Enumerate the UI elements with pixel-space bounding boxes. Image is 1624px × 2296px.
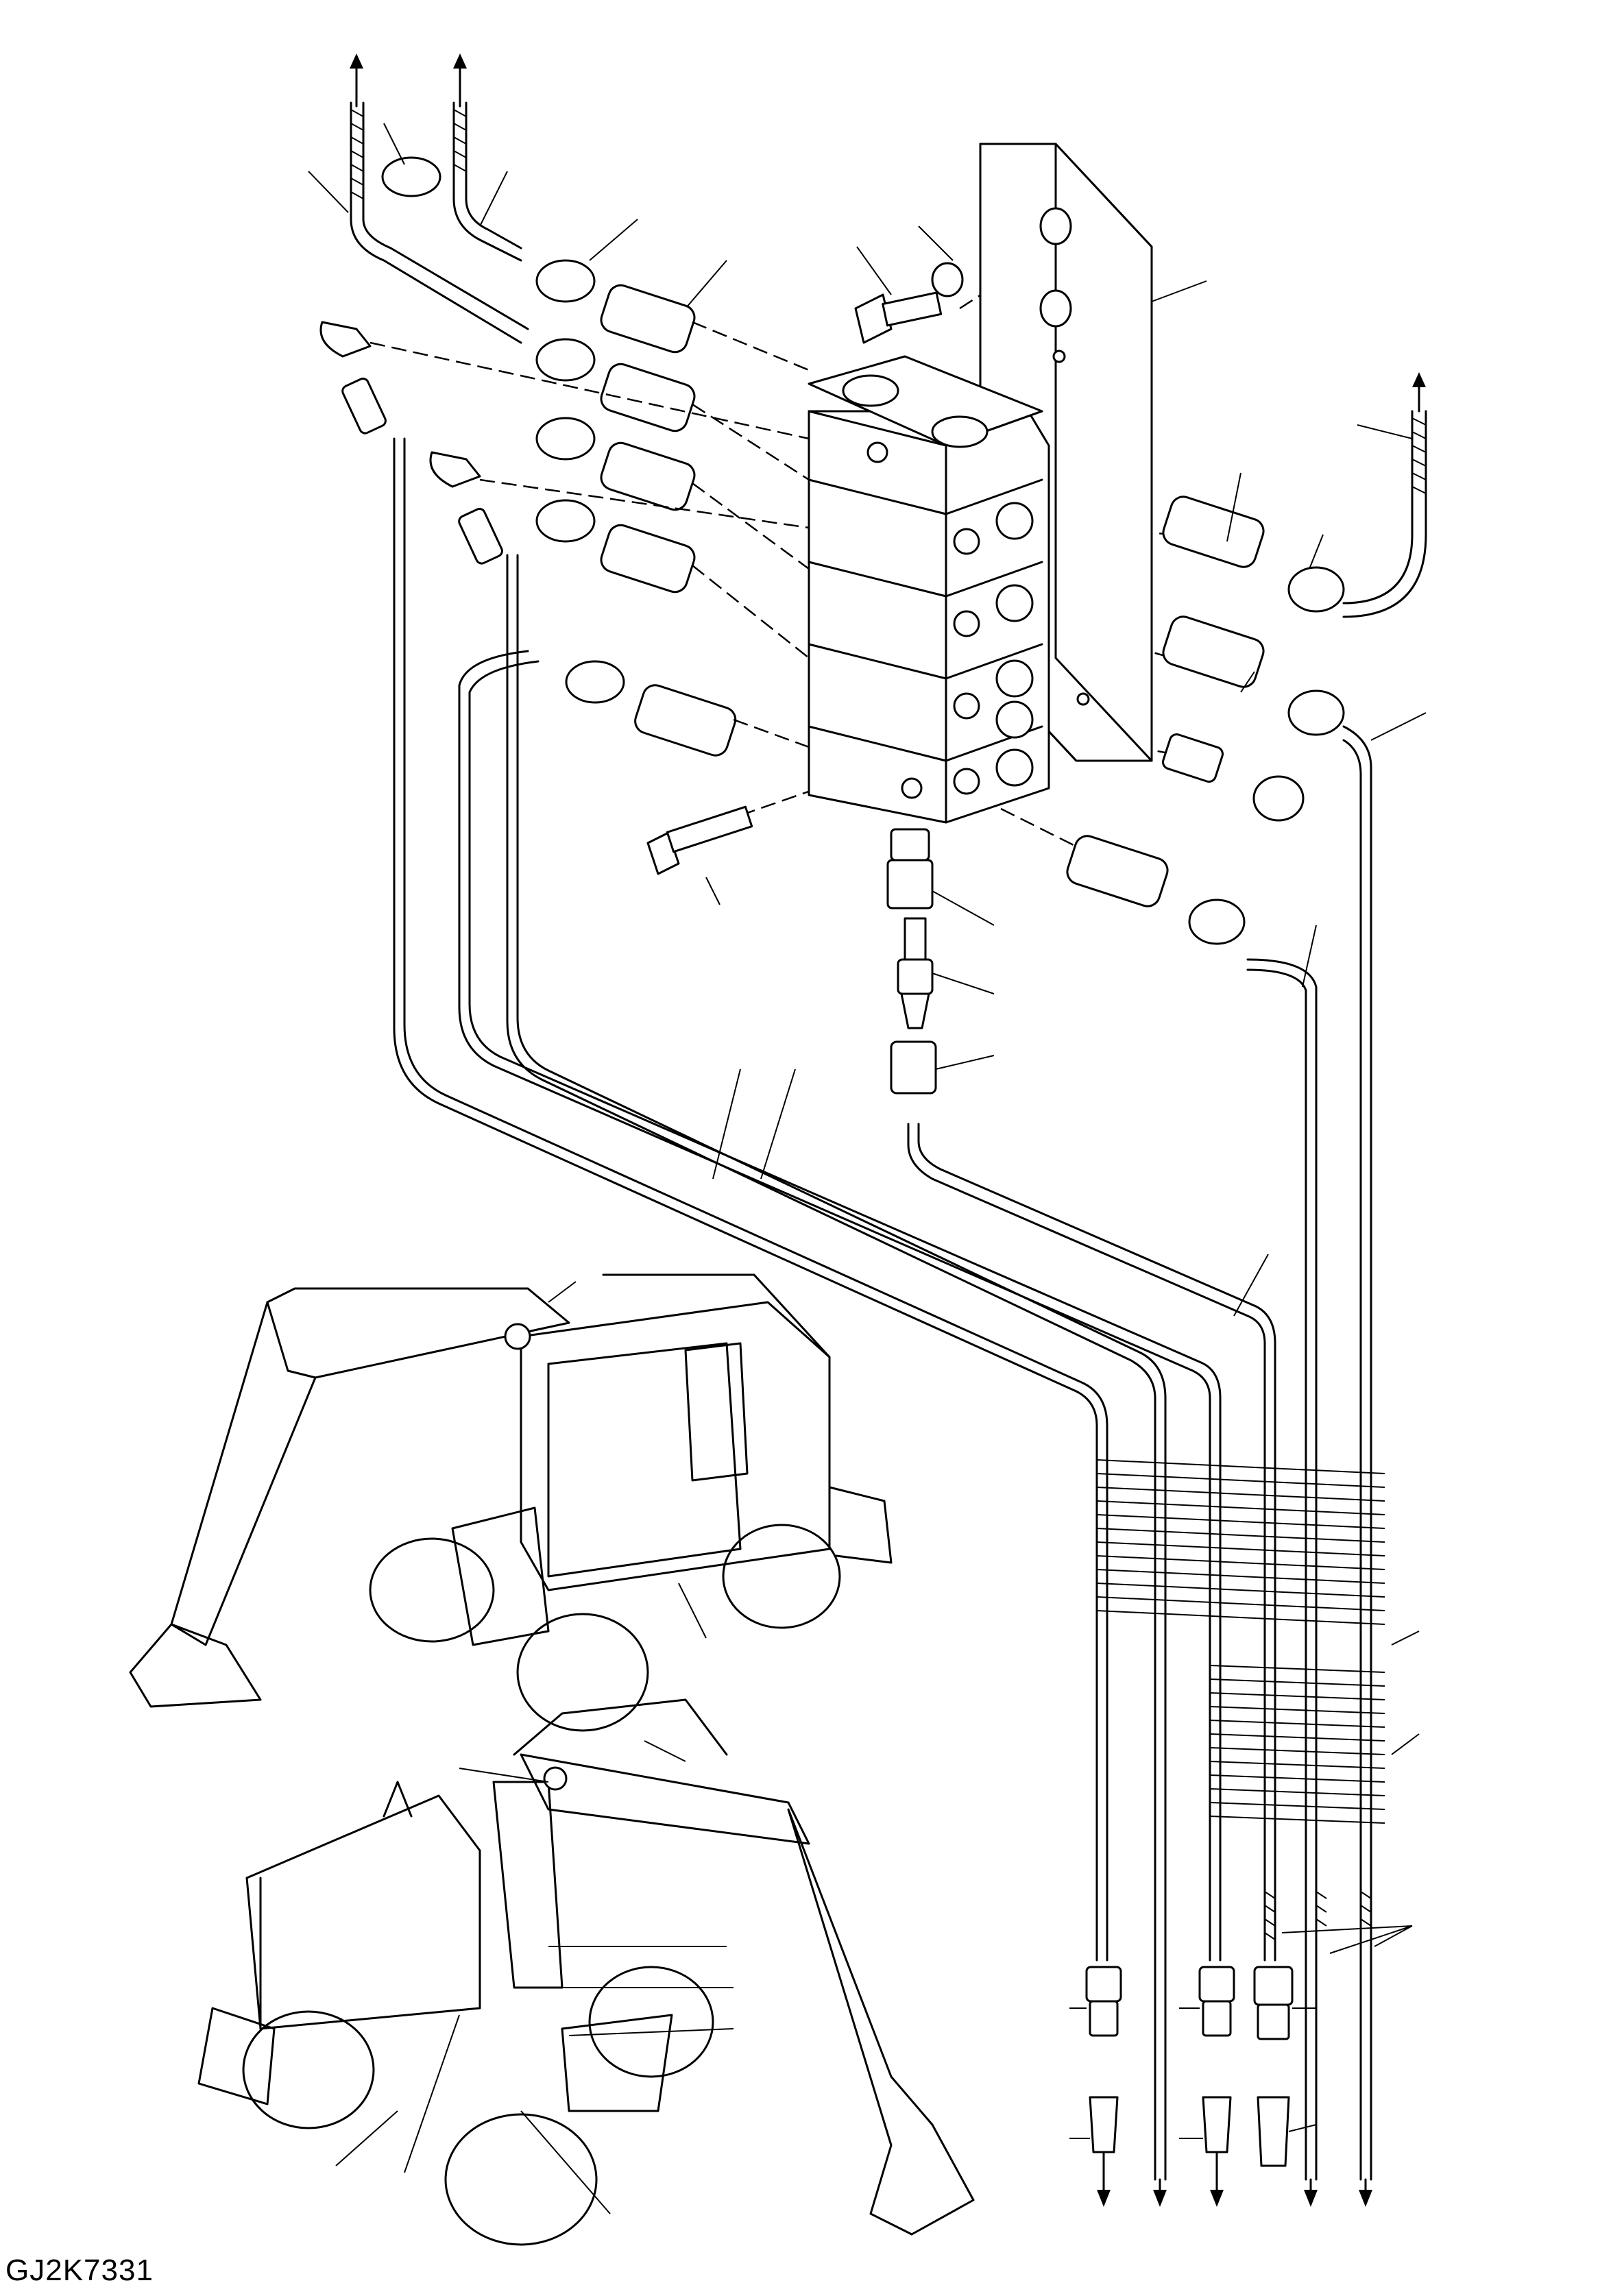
leader-lines-misc xyxy=(404,712,1427,1317)
mounting-bolt-top xyxy=(854,262,964,344)
elbow-fittings xyxy=(319,321,503,565)
mounting-bolt-bottom xyxy=(646,805,753,905)
outlet-fittings xyxy=(886,828,995,1095)
arrow-up-icon xyxy=(1412,372,1426,413)
bottom-fittings xyxy=(1069,1966,1317,2167)
drawing-code: GJ2K7331 xyxy=(5,2254,154,2287)
valve-block xyxy=(808,355,1050,824)
right-connectors xyxy=(1066,496,1345,945)
hose-bundle xyxy=(393,437,1420,2181)
hose-clamp xyxy=(381,156,441,197)
upper-left-hose-pair xyxy=(350,53,529,344)
excavator-view-rear xyxy=(197,1698,975,2246)
connector-column xyxy=(600,284,737,757)
excavator-view-front xyxy=(129,1273,893,1732)
leader-lines-upper xyxy=(308,123,1207,309)
right-upper-hose xyxy=(1226,372,1427,693)
sleeve-column xyxy=(535,259,625,704)
arrow-up-icon xyxy=(453,53,467,108)
arrow-up-icon xyxy=(350,53,363,108)
arrow-down-icon xyxy=(1097,2151,1372,2207)
